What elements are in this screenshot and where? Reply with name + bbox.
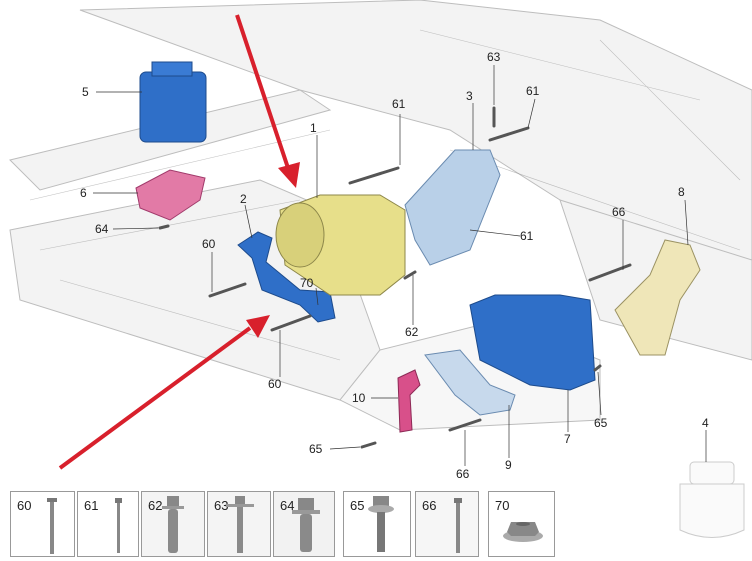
callout-65: 65: [594, 416, 608, 430]
callout-8: 8: [678, 185, 685, 199]
fastener-number: 63: [214, 498, 229, 513]
bolts: [158, 106, 632, 449]
callout-7: 7: [564, 432, 571, 446]
callout-10: 10: [352, 391, 366, 405]
callout-66: 66: [456, 467, 470, 481]
callout-64: 64: [95, 222, 109, 236]
part-5-reservoir: [139, 61, 207, 143]
flange-bolt-icon: [292, 498, 320, 552]
long-bolt-icon: [47, 498, 57, 554]
callout-63: 63: [487, 50, 501, 64]
long-bolt-icon: [115, 498, 122, 553]
callout-3: 3: [466, 89, 473, 103]
callout-66: 66: [612, 205, 626, 219]
callout-60: 60: [268, 377, 282, 391]
flange-bolt-icon: [162, 496, 184, 553]
part-8-mount: [614, 239, 701, 356]
callout-1: 1: [310, 121, 317, 135]
callout-70: 70: [300, 276, 314, 290]
callout-2: 2: [240, 192, 247, 206]
fastener-number: 62: [148, 498, 163, 513]
fastener-thumb-61[interactable]: 61: [77, 491, 139, 557]
fastener-thumb-64[interactable]: 64: [273, 491, 335, 557]
callout-5: 5: [82, 85, 89, 99]
part-1-motor: [275, 194, 406, 296]
part-4-container: [679, 461, 745, 538]
callout-6: 6: [80, 186, 87, 200]
fastener-thumb-66[interactable]: 66: [415, 491, 479, 557]
callout-9: 9: [505, 458, 512, 472]
fastener-thumb-62[interactable]: 62: [141, 491, 205, 557]
fastener-thumb-63[interactable]: 63: [207, 491, 271, 557]
flange-bolt-icon: [226, 496, 254, 553]
callout-60: 60: [202, 237, 216, 251]
fastener-number: 66: [422, 498, 437, 513]
fastener-number: 60: [17, 498, 32, 513]
part-9-bracket: [424, 349, 516, 416]
flange-nut-icon: [503, 522, 543, 542]
fastener-number: 65: [350, 498, 365, 513]
callout-65: 65: [309, 442, 323, 456]
part-10-bracket: [397, 369, 421, 433]
fastener-thumb-65[interactable]: 65: [343, 491, 411, 557]
part-3-bracket: [404, 149, 501, 266]
fastener-number: 70: [495, 498, 510, 513]
callout-61: 61: [392, 97, 406, 111]
long-bolt-icon: [454, 498, 462, 553]
fastener-number: 61: [84, 498, 99, 513]
part-6-bracket: [135, 169, 206, 221]
part-7-unit: [469, 294, 596, 391]
fastener-thumb-60[interactable]: 60: [10, 491, 75, 557]
callout-61: 61: [520, 229, 534, 243]
callout-4: 4: [702, 416, 709, 430]
part-2-mount: [237, 231, 336, 323]
hex-bolt-icon: [368, 496, 394, 552]
leader-lines: [93, 65, 707, 466]
red-arrows: [58, 14, 300, 470]
callout-62: 62: [405, 325, 419, 339]
fastener-thumb-70[interactable]: 70: [488, 491, 555, 557]
callout-61: 61: [526, 84, 540, 98]
fastener-number: 64: [280, 498, 295, 513]
